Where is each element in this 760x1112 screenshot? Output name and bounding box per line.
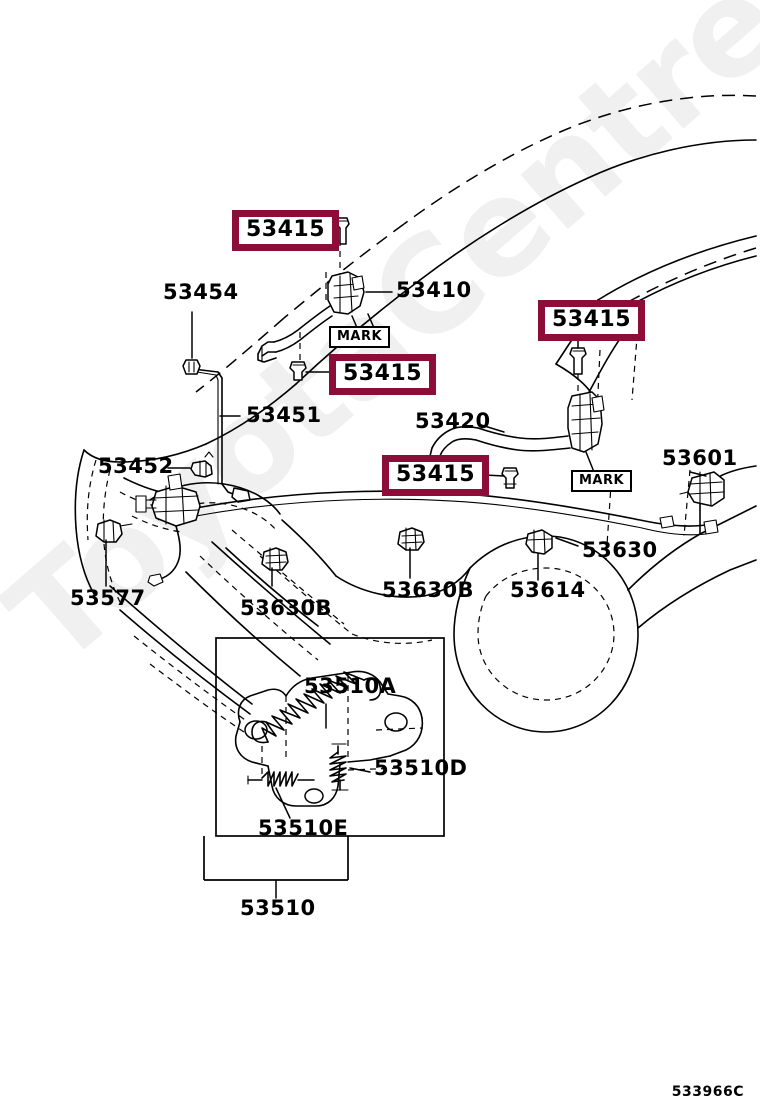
hood-lock-detail-inset (203, 637, 445, 899)
highlight-53415-hood-lock[interactable]: 53415 (382, 455, 490, 497)
label-53510d: 53510D (374, 756, 468, 780)
label-leader-lines (105, 291, 707, 587)
label-53510: 53510 (240, 896, 316, 920)
highlight-53415-hood-hinge-upper[interactable]: 53415 (232, 210, 340, 252)
label-53451: 53451 (246, 403, 322, 427)
label-53601: 53601 (662, 446, 738, 470)
label-53577: 53577 (70, 586, 146, 610)
label-53630b-center: 53630B (382, 578, 475, 602)
diagram-code: 533966C (671, 1084, 744, 1100)
label-53420: 53420 (415, 409, 491, 433)
label-53510a: 53510A (304, 674, 397, 698)
label-53614: 53614 (510, 578, 586, 602)
highlight-53415-hood-hinge-lower[interactable]: 53415 (329, 354, 437, 396)
mark-tag-left-hinge: MARK (329, 326, 391, 348)
label-53454: 53454 (163, 280, 239, 304)
highlight-53415-right-hinge[interactable]: 53415 (538, 300, 646, 342)
label-53452: 53452 (98, 454, 174, 478)
hood-lock-release-cable (95, 471, 725, 587)
hood-support-rod-part (182, 359, 251, 503)
label-53410: 53410 (396, 278, 472, 302)
mark-tag-right-hinge: MARK (571, 470, 633, 492)
label-53630: 53630 (582, 538, 658, 562)
label-53510e: 53510E (258, 816, 349, 840)
label-53630b-left: 53630B (240, 596, 333, 620)
hood-hinge-right (429, 347, 605, 489)
